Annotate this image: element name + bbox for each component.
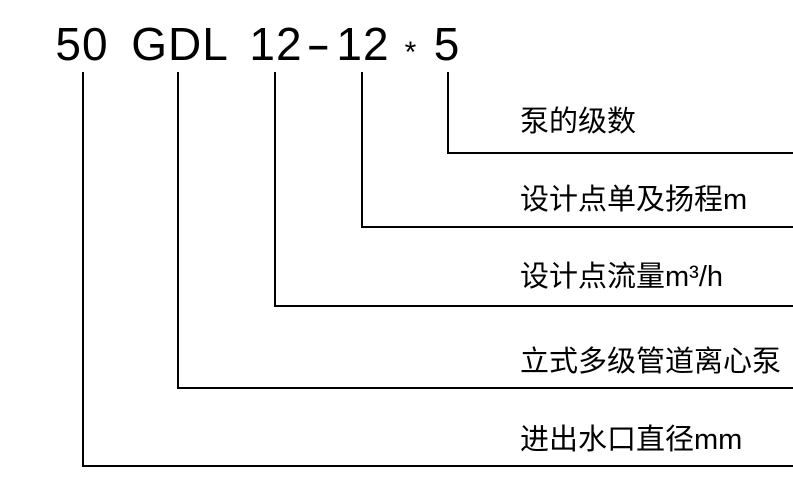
connector-vline: [177, 72, 179, 389]
connector-vline: [361, 72, 363, 228]
annotation-label: 设计点单及扬程m: [520, 184, 748, 216]
connector-hline: [274, 305, 793, 307]
annotation-label: 泵的级数: [520, 106, 637, 138]
connector-vline: [274, 72, 276, 307]
model-code-part-diameter: 50: [55, 18, 109, 70]
connector-hline: [82, 465, 793, 467]
annotation-label: 进出水口直径mm: [520, 424, 743, 456]
annotation-label: 立式多级管道离心泵: [520, 346, 782, 378]
model-code-asterisk: *: [404, 36, 418, 69]
model-code-part-head: 12: [336, 18, 390, 70]
connector-hline: [361, 226, 793, 228]
connector-hline: [177, 387, 793, 389]
model-code-part-flow: 12: [249, 18, 303, 70]
connector-vline: [447, 72, 449, 154]
connector-vline: [82, 72, 84, 467]
model-code-dash: -: [305, 18, 333, 70]
model-code-part-stages: 5: [433, 18, 461, 70]
connector-hline: [447, 152, 793, 154]
model-code-part-series: GDL: [131, 18, 229, 70]
annotation-label: 设计点流量m³/h: [520, 261, 724, 293]
